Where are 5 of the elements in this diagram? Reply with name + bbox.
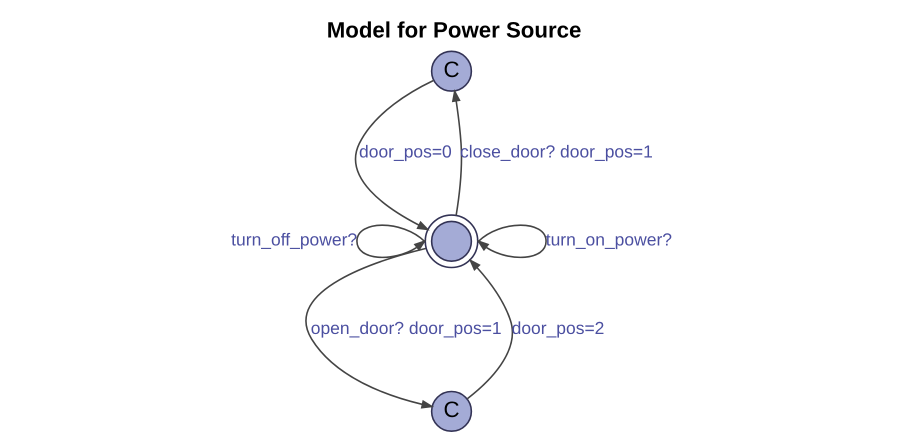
edge-label: door_pos=0: [359, 142, 452, 162]
edge-label: turn_on_power?: [546, 230, 672, 250]
diagram-title: Model for Power Source: [326, 17, 582, 42]
edge-label: open_door? door_pos=1: [310, 318, 502, 338]
edge-label: turn_off_power?: [231, 230, 358, 250]
